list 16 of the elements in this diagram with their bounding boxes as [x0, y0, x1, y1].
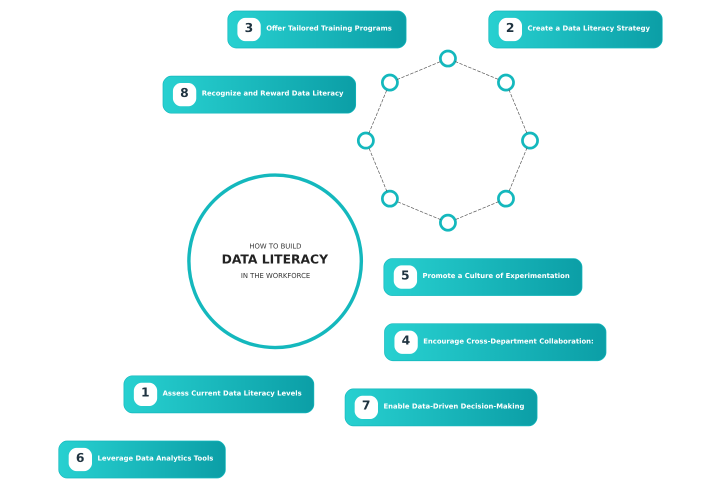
connector	[508, 89, 527, 134]
node-circle	[496, 74, 514, 92]
connector	[454, 61, 499, 80]
node-circle	[380, 74, 398, 92]
node-circle	[520, 132, 538, 150]
connector	[396, 61, 441, 80]
connector	[508, 147, 527, 192]
connector	[396, 201, 441, 220]
node-circle	[438, 50, 456, 68]
connector	[368, 147, 387, 192]
node-circle	[380, 190, 398, 208]
connector	[368, 89, 387, 134]
connector	[454, 201, 499, 220]
node-circle	[438, 214, 456, 232]
node-circle	[356, 132, 374, 150]
node-circle	[496, 190, 514, 208]
